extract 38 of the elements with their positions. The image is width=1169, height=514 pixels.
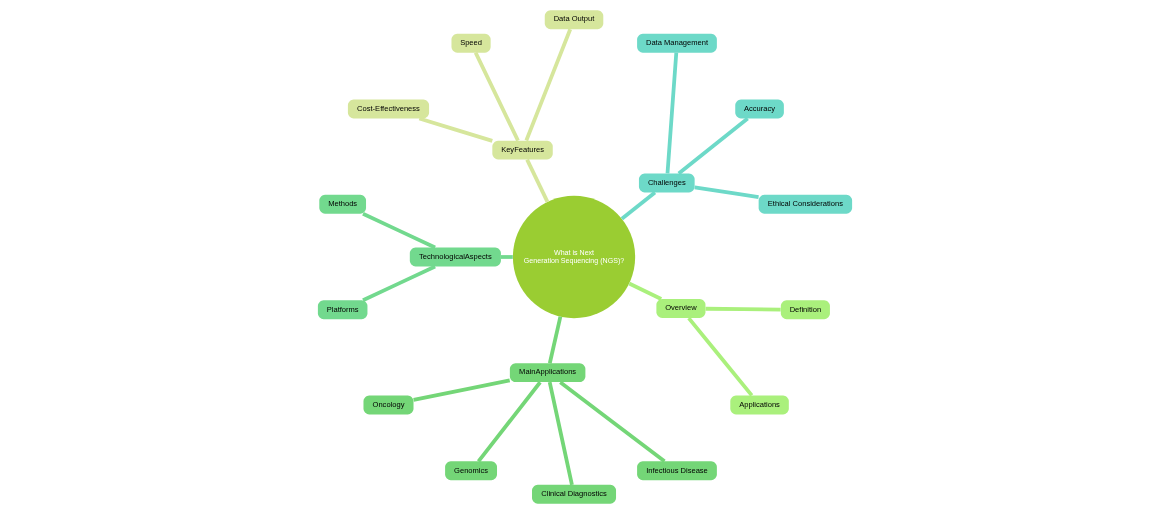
node-box: Infectious Disease	[636, 461, 717, 481]
connector	[705, 306, 781, 312]
connector	[473, 51, 520, 142]
node-box: Methods	[318, 194, 366, 214]
node-box: Accuracy	[734, 99, 784, 119]
node-box: Ethical Considerations	[758, 194, 852, 214]
connector	[677, 117, 749, 175]
node-box: Oncology	[362, 395, 413, 415]
node-box: Applications	[729, 395, 789, 415]
node-box: Genomics	[444, 461, 497, 481]
node-box: KeyFeatures	[491, 140, 553, 160]
connector	[524, 28, 572, 142]
node-box: Definition	[780, 300, 830, 320]
connector	[361, 264, 436, 302]
node-box: TechnologicalAspects	[409, 247, 501, 267]
connector	[693, 185, 759, 199]
node-box: Overview	[655, 299, 705, 318]
connector	[418, 116, 493, 143]
connector	[524, 158, 549, 203]
node-box: MainApplications	[509, 363, 585, 383]
connector	[627, 281, 662, 301]
connector	[547, 381, 574, 486]
connector	[558, 380, 666, 463]
node-box: Speed	[450, 33, 491, 53]
node-box: Data Management	[636, 33, 717, 53]
node-box: Platforms	[317, 300, 367, 320]
connector	[361, 212, 436, 250]
node-box: Cost-Effectiveness	[347, 99, 429, 119]
connector	[665, 52, 678, 174]
node-box: Clinical Diagnostics	[531, 484, 616, 504]
node-box: Data Output	[544, 10, 603, 30]
connector	[476, 381, 542, 463]
connector	[500, 255, 513, 259]
node-box: Challenges	[638, 173, 695, 193]
connector	[547, 316, 562, 364]
connector	[412, 378, 510, 402]
connector	[686, 316, 753, 397]
connector	[620, 191, 656, 221]
